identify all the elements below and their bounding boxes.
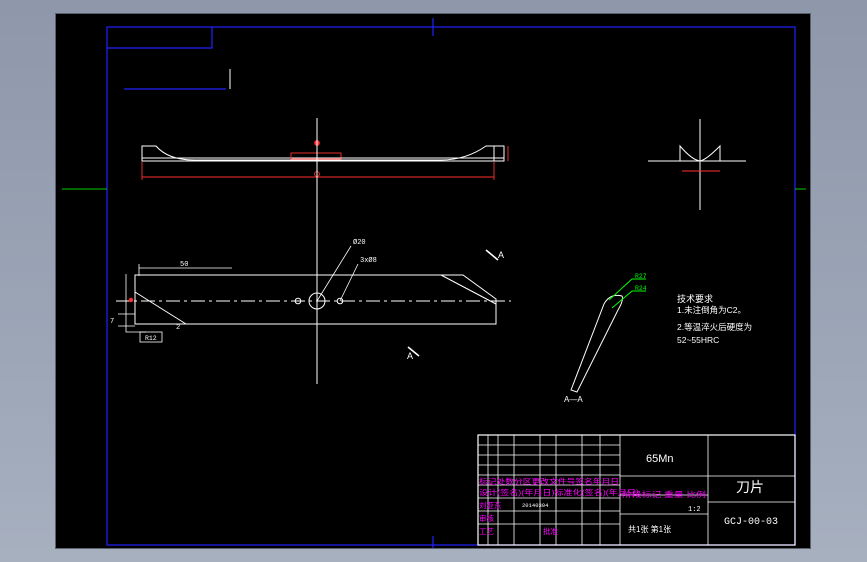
- dim-r24: R24: [635, 285, 647, 292]
- dim-length-50: 50: [180, 261, 188, 269]
- section-leader-r27: [608, 278, 633, 301]
- blade-front-chamfer: [440, 274, 497, 305]
- section-leader-r24: [611, 290, 633, 309]
- small-hole-left[interactable]: [294, 297, 302, 305]
- front-view-dimensions: [118, 245, 499, 357]
- blade-top-dimensions: [141, 140, 509, 180]
- title-block-border: [477, 434, 796, 546]
- front-red-marker: [128, 297, 134, 303]
- frame-corner-mark: [107, 27, 213, 49]
- section-cut-mark-top: A: [498, 250, 504, 260]
- leader-holes-pattern: [339, 263, 359, 302]
- dim-hole-dia: Ø20: [353, 238, 366, 247]
- review-label: 审核: [479, 513, 494, 523]
- center-hole[interactable]: [308, 292, 326, 310]
- design-date: 20140304: [522, 502, 549, 509]
- dim-r12-box: [139, 331, 163, 343]
- section-profile: [570, 294, 623, 393]
- dim-holes-pattern: 3xØ8: [360, 256, 377, 265]
- blade-top-outline: [141, 145, 505, 162]
- tech-notes-heading: 技术要求: [677, 293, 713, 304]
- section-view: [570, 278, 646, 393]
- dim-2: 2: [176, 324, 180, 332]
- top-center-dim-box: [290, 152, 342, 160]
- leader-hole-dia: [316, 245, 352, 302]
- blade-front-bevel: [134, 291, 187, 325]
- title-block: [477, 434, 796, 546]
- dim-r27: R27: [635, 273, 647, 280]
- section-label: A—A: [564, 395, 583, 404]
- designer-name: 刘亚东: [479, 500, 502, 510]
- frame-border: [106, 26, 796, 546]
- design-row: 设计(签名)(年月日)标准化(签名)(年月日): [479, 487, 640, 497]
- tech-notes-line1: 1.未注倒角为C2。: [677, 305, 746, 315]
- section-arrow-bottom: [407, 346, 420, 357]
- side-view: [648, 119, 746, 210]
- small-hole-right[interactable]: [336, 297, 344, 305]
- dim-r12: R12: [145, 335, 157, 342]
- rev-header: 标记处数分区更改文件号签名年月日: [479, 476, 619, 486]
- process-label: 工艺: [479, 527, 494, 536]
- side-view-profile: [679, 144, 721, 162]
- dim-left-stack: [125, 274, 146, 333]
- drawing-frame: [106, 18, 796, 548]
- part-name: 刀片: [736, 480, 764, 496]
- drawing-canvas[interactable]: 50 Ø20 3xØ8 7 2 R12 A A R27 R24 A—A 技术要求…: [56, 14, 810, 548]
- dim-7: 7: [110, 318, 114, 326]
- blade-front-outline: [134, 274, 497, 325]
- stage-header: 阶段标记 重量 比例: [622, 489, 706, 499]
- blade-front-view: [116, 274, 511, 325]
- material-label: 65Mn: [646, 453, 674, 465]
- section-arrow-top: [485, 249, 499, 261]
- section-cut-mark-bottom: A: [407, 351, 413, 361]
- drawing-number: GCJ-00-03: [724, 517, 778, 528]
- scale-value: 1:2: [688, 506, 701, 514]
- cad-viewport[interactable]: 50 Ø20 3xØ8 7 2 R12 A A R27 R24 A—A 技术要求…: [55, 13, 811, 549]
- tech-notes-line2: 2.等温淬火后硬度为: [677, 322, 752, 332]
- sheet-info: 共1张 第1张: [628, 524, 671, 534]
- tech-notes-line3: 52~55HRC: [677, 335, 719, 345]
- approve-label: 批准: [543, 526, 558, 536]
